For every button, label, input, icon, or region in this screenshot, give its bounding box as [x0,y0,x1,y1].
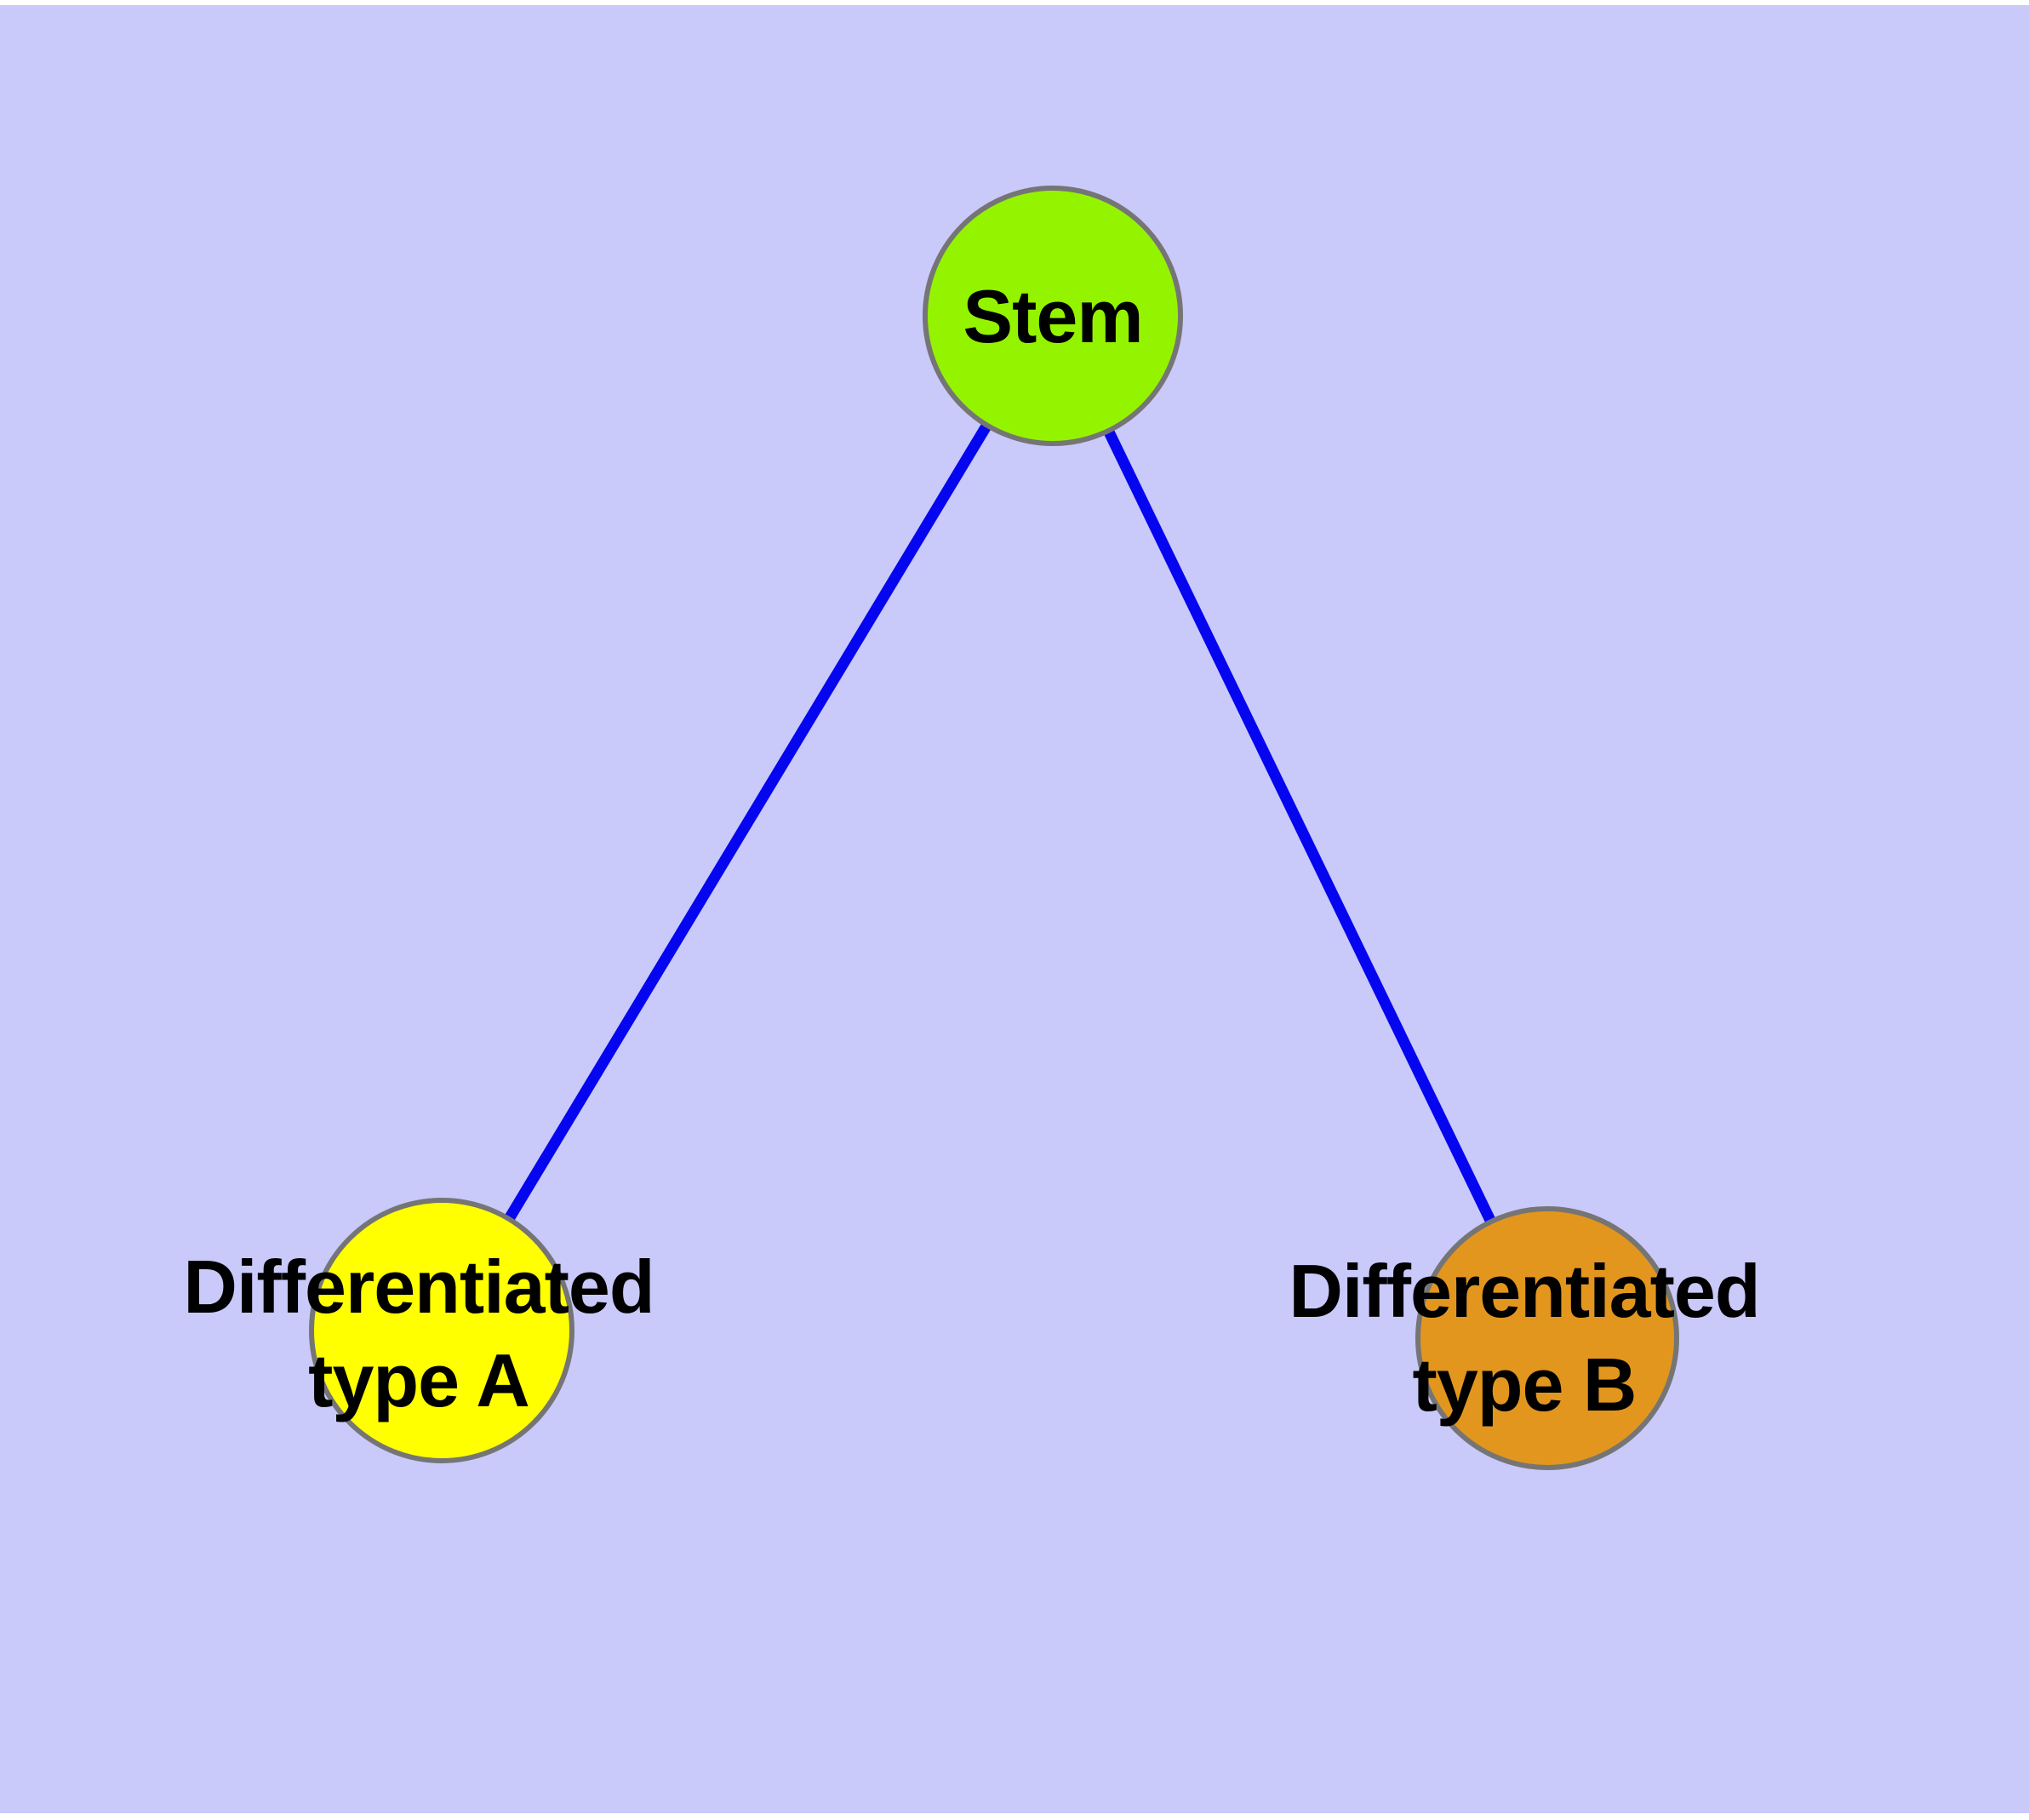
edge-stem-to-type-a [437,312,1058,1334]
node-differentiated-type-b [1415,1206,1679,1470]
node-stem-label: Stem [963,274,1143,358]
node-type-b-label: Differentiated type B [1289,1249,1760,1427]
node-type-b-circle [1415,1206,1679,1470]
node-type-a-circle [309,1198,574,1463]
edge-stem-to-type-b [1048,313,1552,1341]
node-differentiated-type-a [309,1198,574,1463]
node-stem [923,186,1183,446]
node-type-a-label: Differentiated type A [183,1245,654,1422]
node-stem-circle [923,186,1183,446]
